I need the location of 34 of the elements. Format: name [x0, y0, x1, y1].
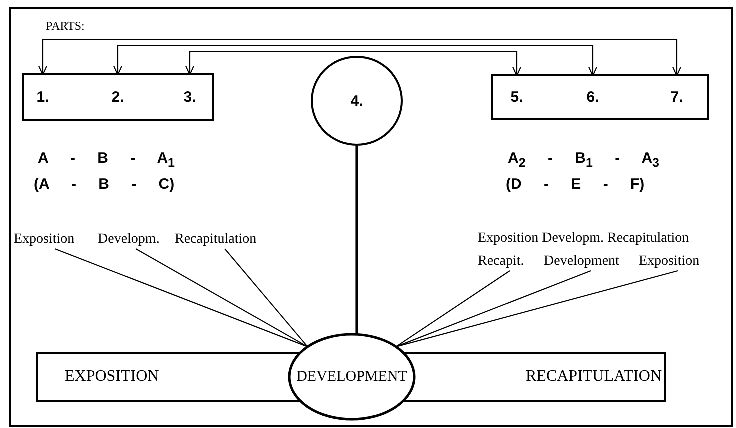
- part-number: 3.: [170, 75, 210, 119]
- leader-line: [396, 270, 510, 348]
- leader-line: [54, 248, 308, 348]
- heading-label: PARTS:: [46, 19, 85, 34]
- part-circle: 4.: [311, 56, 403, 146]
- form-letters: A - B - A$_{1}$: [38, 150, 175, 170]
- part-number: 2.: [98, 75, 138, 119]
- double-arrow: [185, 51, 522, 77]
- double-arrow: [38, 39, 682, 77]
- group-box: [22, 73, 214, 121]
- leader-line: [396, 270, 678, 348]
- section-name: Exposition: [639, 253, 717, 271]
- group-box: [491, 74, 709, 120]
- form-letters: (D - E - F): [506, 176, 645, 193]
- part-number: 6.: [573, 76, 613, 118]
- form-letters: A$_{2}$ - B$_{1}$ - A$_{3}$: [508, 150, 660, 170]
- part-number: 1.: [24, 75, 62, 119]
- leader-line: [396, 270, 592, 348]
- part-number: 7.: [657, 76, 697, 118]
- part-number: 5.: [497, 76, 537, 118]
- form-letters: (A - B - C): [34, 176, 175, 193]
- leader-line: [224, 248, 308, 348]
- leader-line: [136, 248, 308, 348]
- double-arrow: [113, 45, 598, 77]
- section-label: RECAPITULATION: [526, 368, 662, 386]
- section-name: Recapitulation: [175, 231, 275, 249]
- section-name: Development: [544, 253, 638, 271]
- section-names: Exposition Developm. Recapitulation: [478, 231, 690, 247]
- section-name: Developm.: [98, 231, 174, 249]
- section-name: Exposition: [14, 231, 96, 249]
- section-name: Recapit.: [478, 253, 542, 271]
- connector-line: [356, 146, 358, 334]
- section-label: EXPOSITION: [65, 368, 160, 386]
- development-ellipse: DEVELOPMENT: [288, 333, 416, 421]
